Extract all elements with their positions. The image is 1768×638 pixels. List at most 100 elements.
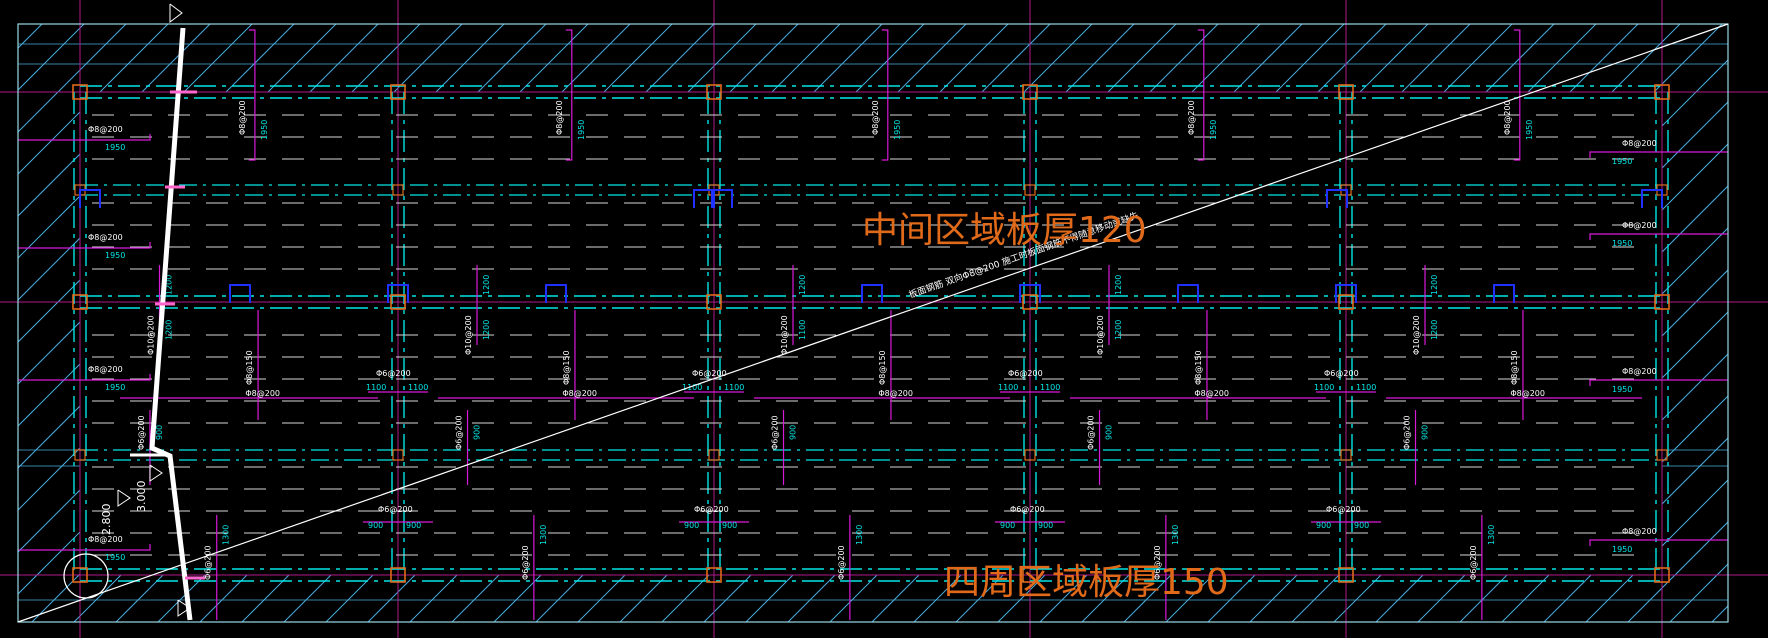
support-rebar-top — [565, 29, 573, 161]
column-square — [1338, 294, 1354, 310]
column-square — [72, 567, 88, 583]
rebar-spec-label: Φ8@200 — [88, 535, 123, 544]
rebar-spec-label: Φ6@200 — [1469, 545, 1478, 580]
column-square — [1338, 84, 1354, 100]
rebar-dim-label: 1100 — [682, 383, 702, 392]
edge-rebar-left — [18, 242, 151, 249]
rebar-spec-label: Φ10@200 — [147, 315, 156, 355]
secondary-column-square — [1656, 449, 1668, 461]
rebar-dim-label: 900 — [1421, 425, 1430, 440]
rebar-spec-label: Φ8@200 — [555, 100, 564, 135]
rebar-dim-label: 1200 — [165, 275, 174, 295]
rebar-spec-label: Φ8@200 — [1503, 100, 1512, 135]
hatch-line — [1609, 24, 1728, 622]
column-square — [706, 84, 722, 100]
opening-symbol — [545, 284, 567, 303]
rebar-dim-label: 900 — [473, 425, 482, 440]
opening-symbol — [387, 284, 409, 303]
title-middle-thickness: 中间区域板厚120 — [862, 210, 1147, 251]
column-square — [1654, 294, 1670, 310]
rebar-dim-label: 900 — [1316, 521, 1331, 530]
rebar-dim-label: 1100 — [1040, 383, 1060, 392]
column-square — [390, 567, 406, 583]
opening-symbol — [1641, 189, 1663, 208]
opening-symbol — [711, 189, 733, 208]
rebar-spec-label: Φ8@150 — [562, 350, 571, 385]
rebar-dim-label: 900 — [722, 521, 737, 530]
edge-rebar-left — [18, 374, 151, 381]
rebar-dim-label: 1950 — [1525, 120, 1534, 140]
rebar-spec-label: Φ10@200 — [1412, 315, 1421, 355]
secondary-column-square — [392, 184, 404, 196]
rebar-dim-label: 1950 — [893, 120, 902, 140]
secondary-column-square — [1024, 184, 1036, 196]
rebar-dim-label: 1950 — [1612, 545, 1632, 554]
rebar-dim-label: 900 — [684, 521, 699, 530]
opening-symbol — [79, 189, 101, 208]
rebar-spec-label: Φ8@150 — [1194, 350, 1203, 385]
rebar-spec-label: Φ8@200 — [1510, 389, 1545, 398]
rebar-dim-label: 900 — [1105, 425, 1114, 440]
rebar-dim-label: 1200 — [798, 275, 807, 295]
rebar-dim-label: 1300 — [1171, 525, 1180, 545]
edge-rebar-right — [1589, 379, 1728, 386]
rebar-dim-label: 1100 — [798, 320, 807, 340]
rebar-dim-label: 1950 — [105, 553, 125, 562]
column-square — [1654, 84, 1670, 100]
secondary-column-square — [1340, 449, 1352, 461]
rebar-dim-label: 1950 — [1612, 239, 1632, 248]
column-square — [390, 294, 406, 310]
rebar-spec-label: Φ10@200 — [464, 315, 473, 355]
column-square — [1338, 567, 1354, 583]
support-rebar-top — [881, 29, 889, 161]
rebar-spec-label: Φ8@200 — [562, 389, 597, 398]
rebar-dim-label: 1100 — [998, 383, 1018, 392]
elevation-label-a: 2.800 — [100, 504, 113, 536]
rebar-dim-label: 1950 — [1612, 385, 1632, 394]
rebar-dim-label: 900 — [368, 521, 383, 530]
slab-outline — [17, 23, 1729, 623]
column-square — [390, 84, 406, 100]
rebar-dim-label: 900 — [1000, 521, 1015, 530]
rebar-dim-label: 1200 — [1430, 275, 1439, 295]
column-square — [1654, 567, 1670, 583]
columns — [72, 84, 1670, 583]
rebar-dim-label: 900 — [406, 521, 421, 530]
edge-rebar-right — [1589, 151, 1728, 158]
rebar-dim-label: 1200 — [165, 320, 174, 340]
secondary-column-square — [1024, 449, 1036, 461]
column-square — [72, 84, 88, 100]
secondary-column-square — [392, 449, 404, 461]
column-square — [1022, 567, 1038, 583]
hatch-line — [18, 24, 151, 622]
opening-symbol — [1177, 284, 1199, 303]
rebar-spec-label: Φ8@200 — [1187, 100, 1196, 135]
rebar-spec-label: Φ10@200 — [780, 315, 789, 355]
rebar-dim-label: 900 — [1354, 521, 1369, 530]
rebar-spec-label: Φ6@200 — [1153, 545, 1162, 580]
rebar-dim-label: 1200 — [1114, 275, 1123, 295]
rebar-spec-label: Φ8@200 — [1622, 367, 1657, 376]
rebar-spec-label: Φ6@200 — [1324, 369, 1359, 378]
rebar-spec-label: Φ8@150 — [1510, 350, 1519, 385]
hatch-line — [1567, 24, 1728, 622]
rebar-dim-label: 1950 — [1612, 157, 1632, 166]
top-rebar-bars — [18, 29, 1728, 620]
rebar-dim-label: 1200 — [482, 275, 491, 295]
rebar-dim-label: 1200 — [482, 320, 491, 340]
rebar-spec-label: Φ6@200 — [376, 369, 411, 378]
rebar-dim-label: 1950 — [105, 251, 125, 260]
rebar-spec-label: Φ6@200 — [771, 415, 780, 450]
rebar-dim-label: 900 — [1038, 521, 1053, 530]
rebar-dim-label: 1300 — [855, 525, 864, 545]
opening-symbol — [1019, 284, 1041, 303]
rebar-spec-label: Φ8@200 — [245, 389, 280, 398]
rebar-dim-label: 900 — [155, 425, 164, 440]
rebar-dim-label: 1100 — [408, 383, 428, 392]
opening-symbol — [229, 284, 251, 303]
opening-symbol — [1335, 284, 1357, 303]
column-square — [706, 567, 722, 583]
title-perimeter-thickness: 四周区域板厚150 — [944, 562, 1229, 603]
